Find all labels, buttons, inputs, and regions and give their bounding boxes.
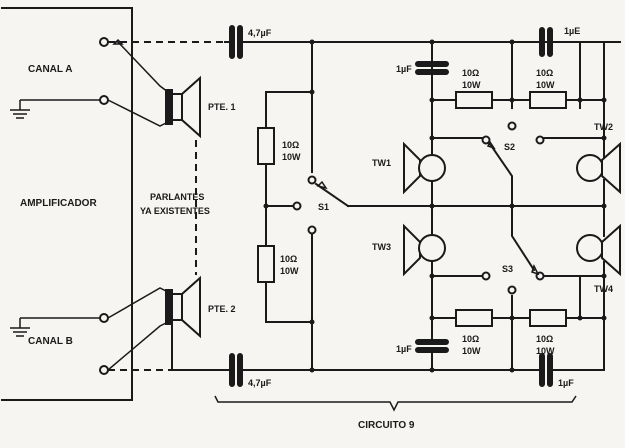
r-bottom-right-value: 10Ω xyxy=(536,334,553,344)
r-s1-bottom-power: 10W xyxy=(280,266,299,276)
r-s1-top-value: 10Ω xyxy=(282,140,299,150)
s1-bottom-branch xyxy=(265,281,313,323)
resistor-bottom-left xyxy=(455,309,493,327)
cap-bottom-right-label: 1µF xyxy=(558,378,574,388)
cap-bottom-left-label: 1µF xyxy=(396,344,412,354)
cap-top-input-label: 4,7µF xyxy=(248,28,272,38)
cap-bottom-input-label: 4,7µF xyxy=(248,378,272,388)
tweeter-tw2-icon xyxy=(576,141,621,195)
s1-label: S1 xyxy=(318,202,329,212)
resistor-top-right xyxy=(529,91,567,109)
switch-s1 xyxy=(292,175,350,235)
bottom-right-cap-wire xyxy=(549,317,605,371)
r-top-left-value: 10Ω xyxy=(462,68,479,78)
capacitor-bottom-left xyxy=(415,339,449,353)
resistor-top-left xyxy=(455,91,493,109)
capacitor-top-right xyxy=(539,27,553,57)
tw1-label: TW1 xyxy=(372,158,391,168)
amplifier-block: CANAL A AMPLIFICADOR CANAL B xyxy=(1,7,133,401)
channel-a-hot-terminal xyxy=(99,37,109,47)
circuit-label: CIRCUITO 9 xyxy=(358,420,415,431)
tweeter-tw3-icon xyxy=(403,223,446,277)
resistor-bottom-right xyxy=(529,309,567,327)
capacitor-bottom-input xyxy=(171,324,541,387)
capacitor-top-input xyxy=(224,25,621,59)
ground-a-icon xyxy=(10,99,100,119)
pte2-label: PTE. 2 xyxy=(208,304,236,314)
channel-b-label: CANAL B xyxy=(28,336,73,347)
cap-top-left-label: 1µF xyxy=(396,64,412,74)
capacitor-bottom-right xyxy=(539,353,553,387)
channel-a-label: CANAL A xyxy=(28,64,72,75)
s2-label: S2 xyxy=(504,142,515,152)
switch-s2 xyxy=(431,121,605,207)
pte1-label: PTE. 1 xyxy=(208,102,236,112)
r-bottom-left-power: 10W xyxy=(462,346,481,356)
cap-top-right-label: 1µE xyxy=(564,26,580,36)
r-top-left-power: 10W xyxy=(462,80,481,90)
tweeter-tw1-icon xyxy=(403,141,446,195)
ground-b-icon xyxy=(10,317,100,337)
r-top-right-power: 10W xyxy=(536,80,555,90)
circuit-bracket xyxy=(214,395,577,412)
tw2-label: TW2 xyxy=(594,122,613,132)
resistor-s1-top xyxy=(257,127,275,165)
r-top-right-value: 10Ω xyxy=(536,68,553,78)
bottom-branch-wires xyxy=(511,275,581,371)
capacitor-top-left xyxy=(415,61,449,75)
r-bottom-right-power: 10W xyxy=(536,346,555,356)
amplifier-title: AMPLIFICADOR xyxy=(20,198,97,209)
existing-speakers-label-2: YA EXISTENTES xyxy=(140,206,210,216)
s3-label: S3 xyxy=(502,264,513,274)
tweeter-tw4-icon xyxy=(576,223,621,277)
channel-b-ground-terminal xyxy=(99,313,109,323)
r-s1-bottom-value: 10Ω xyxy=(280,254,297,264)
existing-speakers-label-1: PARLANTES xyxy=(150,192,204,202)
tw3-label: TW3 xyxy=(372,242,391,252)
top-right-branches xyxy=(511,41,581,109)
speaker-pte2-icon xyxy=(107,275,201,371)
r-s1-top-power: 10W xyxy=(282,152,301,162)
r-bottom-left-value: 10Ω xyxy=(462,334,479,344)
junction-dots xyxy=(263,39,607,373)
resistor-s1-bottom xyxy=(257,245,275,283)
s1-top-branch xyxy=(265,91,313,129)
speaker-pte1-icon xyxy=(107,38,201,139)
channel-b-hot-terminal xyxy=(99,365,109,375)
switch-s3 xyxy=(431,205,605,295)
channel-a-ground-terminal xyxy=(99,95,109,105)
